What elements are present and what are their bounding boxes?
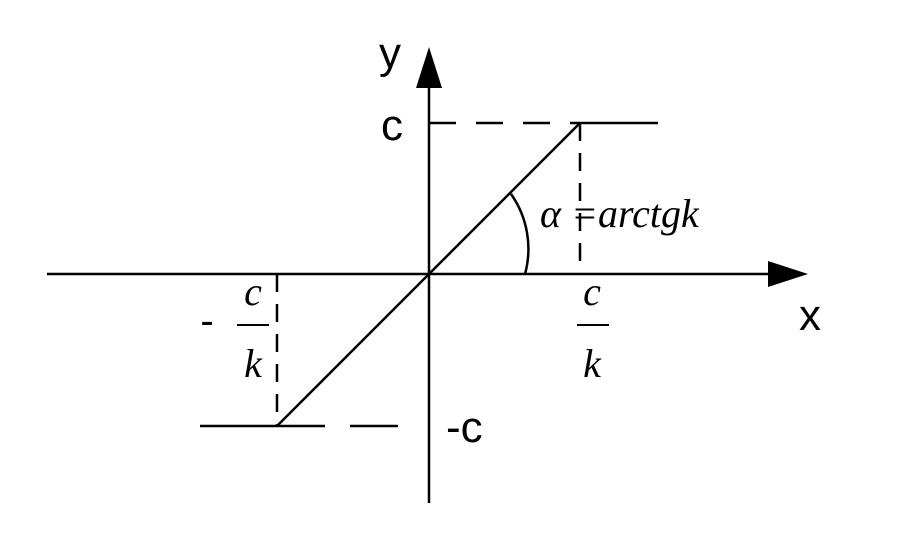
x-axis-label: x: [799, 291, 821, 340]
level-bottom-label: -c: [446, 403, 483, 452]
neg-fraction-sign: -: [200, 299, 213, 343]
neg-fraction-numerator: c: [244, 269, 262, 314]
angle-arc: [509, 193, 530, 275]
pos-fraction-numerator: c: [583, 269, 601, 314]
neg-fraction-denominator: k: [244, 341, 263, 386]
y-axis-label: y: [379, 29, 401, 78]
pos-fraction-denominator: k: [583, 341, 602, 386]
linear-segment: [276, 122, 581, 427]
y-axis-arrow: [416, 47, 442, 88]
x-axis-arrow: [768, 261, 808, 287]
angle-label: α =arctgk: [540, 191, 700, 236]
level-top-label: c: [381, 101, 403, 150]
